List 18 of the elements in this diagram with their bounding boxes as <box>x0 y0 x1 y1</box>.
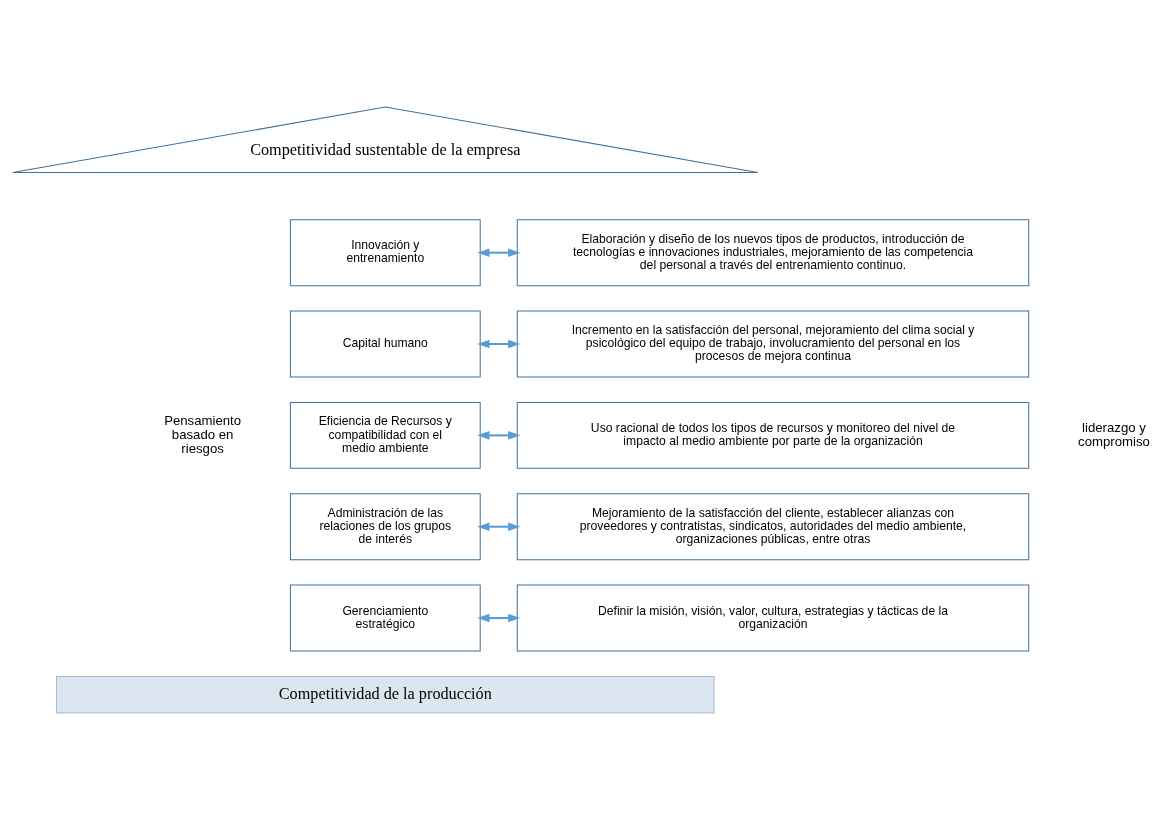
node-box: Innovación y entrenamiento <box>289 219 481 287</box>
arrow <box>477 522 521 531</box>
node-box: Definir la misión, visión, valor, cultura, estrategias y tácticas de la organización <box>516 584 1030 652</box>
arrow <box>477 613 521 623</box>
arrow <box>477 339 521 349</box>
node-box: Uso racional de todos los tipos de recursos y monitoreo del nivel de impacto al medio ambiente por parte de la organización <box>516 401 1030 469</box>
label: Pensamiento basado en riesgos <box>164 412 242 457</box>
node-box: Mejoramiento de la satisfacción del cliente, establecer alianzas con proveedores y contratistas, sindicatos, autoridades del medio ambiente, organizaciones públicas, entre otras <box>516 493 1030 561</box>
node-box: Gerenciamiento estratégico <box>289 584 481 652</box>
node-box: Administración de las relaciones de los grupos de interés <box>289 493 481 561</box>
node-box: Capital humano <box>289 310 481 378</box>
node-box: Competitividad de la producción <box>56 675 715 714</box>
node-box: Eficiencia de Recursos y compatibilidad con el medio ambiente <box>289 401 481 469</box>
arrow <box>477 248 521 257</box>
node-box: Incremento en la satisfacción del personal, mejoramiento del clima social y psicológico del equipo de trabajo, involucramiento del personal en los procesos de mejora continua <box>516 310 1030 378</box>
label: liderazgo y compromiso <box>1078 419 1150 449</box>
node-box: Elaboración y diseño de los nuevos tipos de productos, introducción de tecnologías e innovaciones industriales, mejoramiento de las competencia del personal a través del entrenamiento continuo. <box>516 219 1030 287</box>
arrow <box>477 431 521 440</box>
